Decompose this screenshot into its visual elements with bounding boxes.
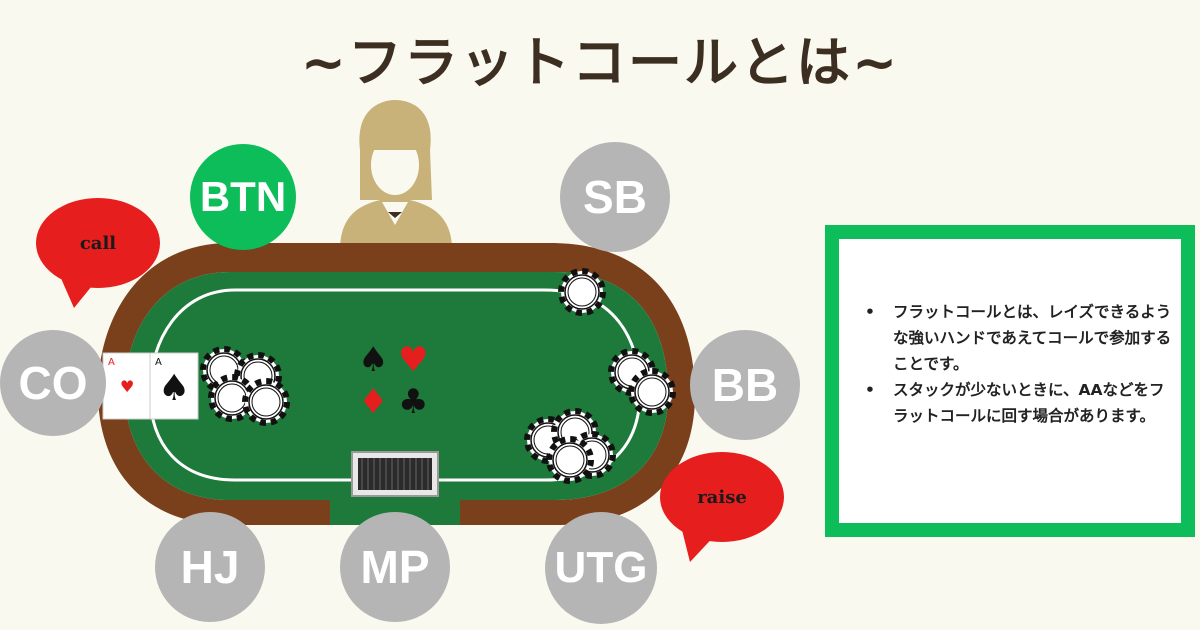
seat-bb: BB — [690, 330, 800, 440]
info-box: •フラットコールとは、レイズできるような強いハンドであえてコールで参加することで… — [825, 225, 1195, 537]
seat-hj: HJ — [155, 512, 265, 622]
chip — [242, 378, 290, 426]
seat-co: CO — [0, 330, 106, 436]
dealer-figure — [340, 100, 452, 250]
table-felt — [125, 272, 668, 525]
diamond-icon: ♦ — [358, 382, 389, 422]
raise-bubble: raise — [660, 452, 784, 562]
table-suits: ♠ ♥ ♦ ♣ — [356, 340, 436, 422]
seat-mp: MP — [340, 512, 450, 622]
spade-icon: ♠ — [358, 340, 389, 380]
call-bubble-label: call — [79, 232, 117, 254]
info-list: •フラットコールとは、レイズできるような強いハンドであえてコールで参加することで… — [855, 299, 1177, 429]
club-icon: ♣ — [398, 382, 429, 422]
svg-text:♠: ♠ — [158, 368, 190, 409]
svg-text:A: A — [108, 357, 115, 368]
info-item-text: スタックが少ないときに、AAなどをフラットコールに回す場合があります。 — [893, 381, 1165, 425]
seat-btn: BTN — [190, 144, 296, 250]
info-item: •フラットコールとは、レイズできるような強いハンドであえてコールで参加することで… — [865, 303, 1172, 373]
hole-cards: A ♥ A ♠ — [102, 352, 199, 420]
seat-utg: UTG — [545, 512, 657, 624]
info-item-text: フラットコールとは、レイズできるような強いハンドであえてコールで参加することです… — [893, 303, 1172, 373]
chip — [558, 268, 606, 316]
svg-text:A: A — [155, 357, 162, 368]
info-item: •スタックが少ないときに、AAなどをフラットコールに回す場合があります。 — [865, 381, 1165, 425]
heart-icon: ♥ — [398, 340, 429, 380]
raise-bubble-label: raise — [697, 486, 747, 508]
page-title: ~フラットコールとは~ — [300, 31, 900, 94]
call-bubble: call — [36, 198, 160, 308]
chip — [628, 368, 676, 416]
chip — [546, 436, 594, 484]
table-rail — [98, 243, 695, 525]
svg-text:♥: ♥ — [120, 377, 134, 396]
seat-sb: SB — [560, 142, 670, 252]
